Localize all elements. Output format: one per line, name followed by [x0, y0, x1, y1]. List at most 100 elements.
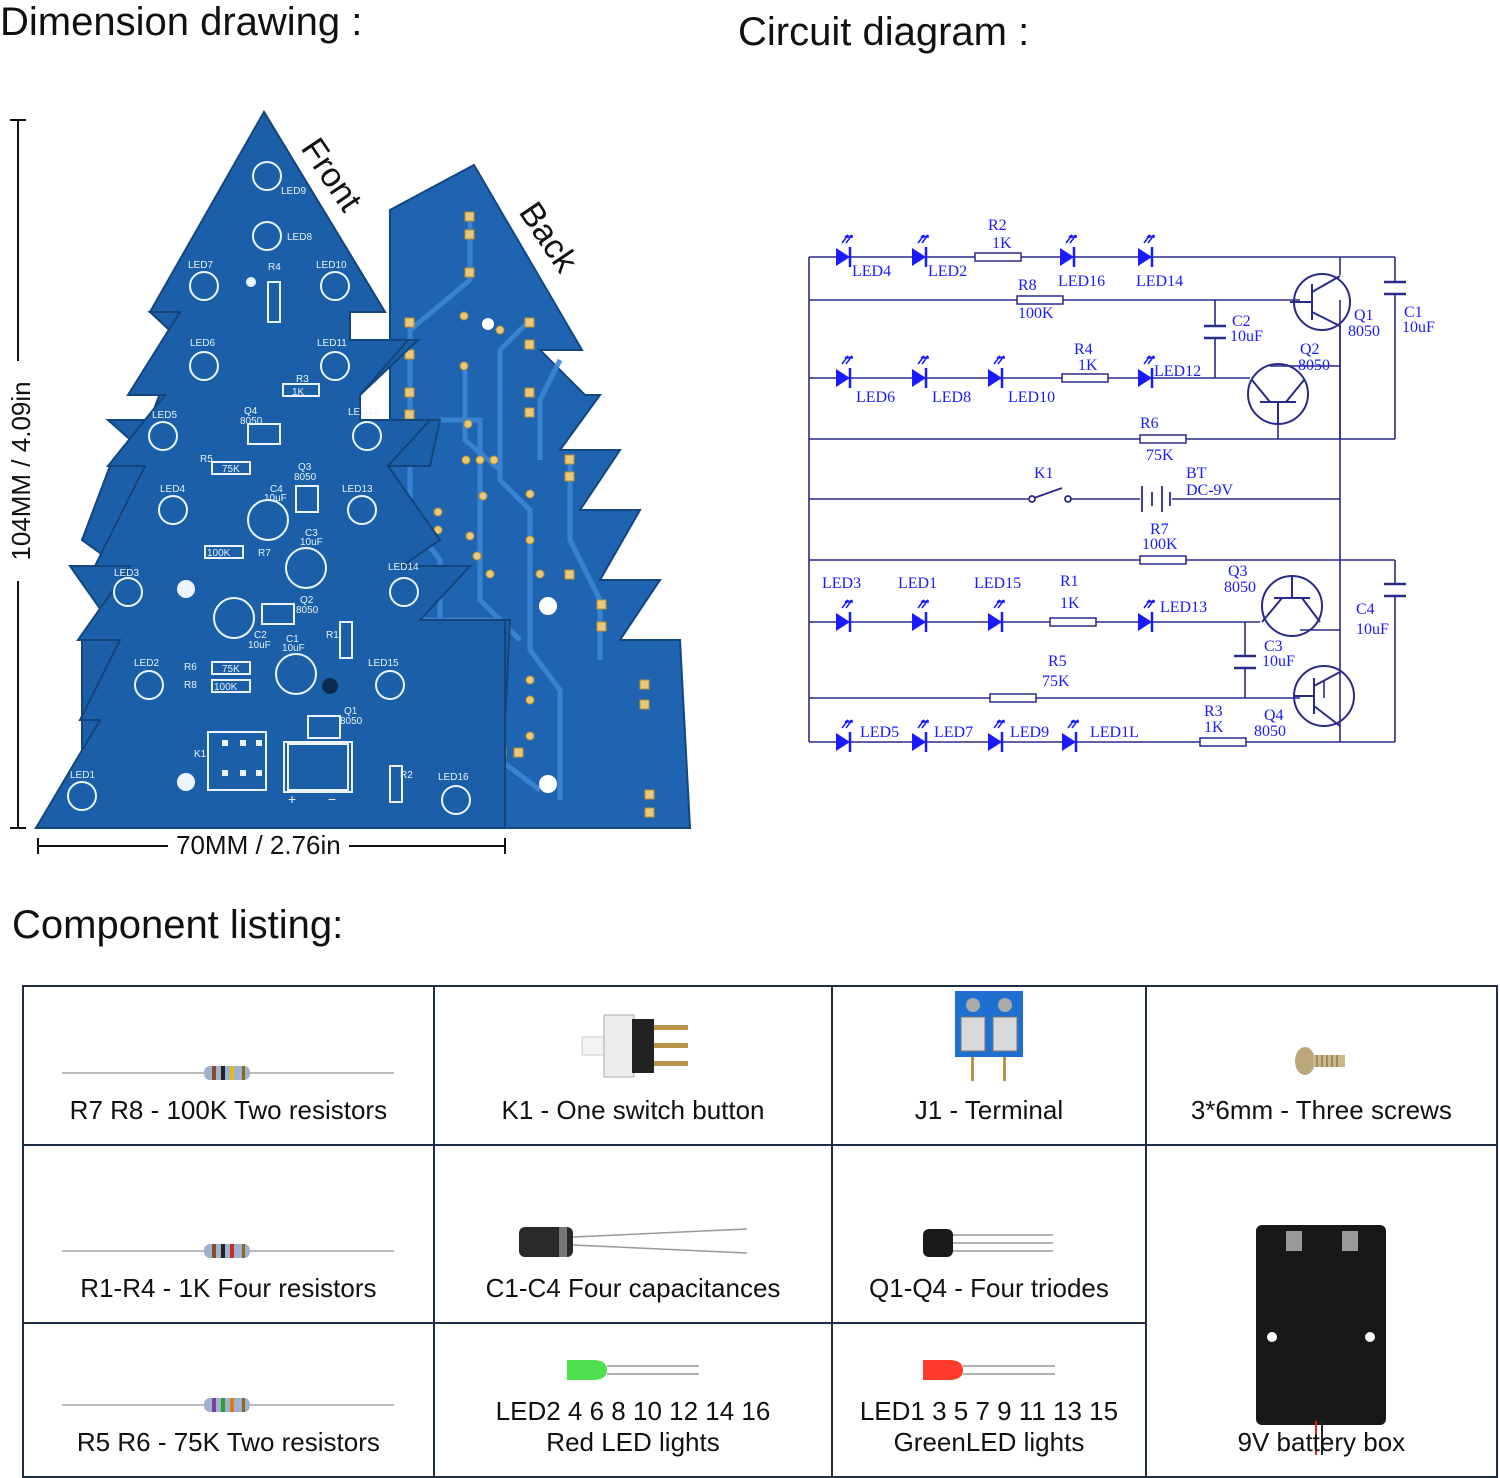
svg-text:LED4: LED4: [160, 484, 185, 495]
schematic-wires: [808, 256, 1396, 743]
svg-text:LED6: LED6: [190, 338, 215, 349]
svg-text:8050: 8050: [296, 605, 319, 616]
svg-text:LED13: LED13: [1160, 599, 1207, 616]
back-mount-hole-1: [482, 318, 494, 330]
circuit-schematic: LED4 LED2 LED16 LED14 R2 1K R8 100K C2 1…: [808, 217, 1435, 754]
svg-text:R1: R1: [326, 630, 339, 641]
svg-text:R1: R1: [1060, 573, 1079, 590]
svg-text:8050: 8050: [294, 472, 317, 483]
svg-text:C4: C4: [270, 484, 283, 495]
svg-text:LED8: LED8: [287, 232, 312, 243]
dimension-heading: Dimension drawing :: [0, 0, 363, 44]
pcb-front-silkscreen: [67, 161, 471, 815]
svg-text:LED1: LED1: [70, 770, 95, 781]
svg-text:R3: R3: [296, 374, 309, 385]
component-r1r4: R1-R4 - 1K Four resistors: [22, 1144, 435, 1324]
svg-text:C2: C2: [254, 630, 267, 641]
svg-text:100K: 100K: [1018, 305, 1054, 322]
schematic-capacitors: [1204, 280, 1406, 670]
svg-text:C2: C2: [1232, 313, 1251, 330]
svg-text:LED2: LED2: [134, 658, 159, 669]
component-q1q4: Q1-Q4 - Four triodes: [831, 1144, 1147, 1324]
resistor-75k-image: [62, 1398, 395, 1412]
svg-text:10uF: 10uF: [248, 640, 271, 651]
svg-text:LED9: LED9: [281, 186, 306, 197]
svg-text:Q2: Q2: [1300, 341, 1320, 358]
green-led-image: [567, 1360, 700, 1380]
svg-text:LED3: LED3: [822, 575, 861, 592]
svg-text:10uF: 10uF: [264, 493, 287, 504]
svg-text:LED10: LED10: [316, 260, 347, 271]
resistor-1k-image: [62, 1244, 395, 1258]
svg-text:K1: K1: [1034, 465, 1054, 482]
svg-text:LED12: LED12: [348, 407, 379, 418]
svg-text:LED3: LED3: [114, 568, 139, 579]
svg-text:1K: 1K: [1060, 595, 1080, 612]
svg-text:LED8: LED8: [932, 389, 971, 406]
svg-text:LED16: LED16: [1058, 273, 1105, 290]
svg-text:75K: 75K: [222, 464, 240, 475]
component-r5r6: R5 R6 - 75K Two resistors: [22, 1322, 435, 1478]
svg-text:1K: 1K: [1204, 719, 1224, 736]
svg-text:10uF: 10uF: [1402, 319, 1435, 336]
svg-text:R4: R4: [1074, 341, 1093, 358]
svg-text:LED16: LED16: [438, 772, 469, 783]
svg-text:LED14: LED14: [388, 562, 419, 573]
pcb-front-pads: [177, 277, 349, 791]
svg-text:R7: R7: [1150, 521, 1169, 538]
component-c1c4: C1-C4 Four capacitances: [432, 1144, 834, 1324]
svg-text:Q2: Q2: [300, 595, 314, 606]
svg-text:1K: 1K: [1078, 357, 1098, 374]
schematic-transistors: [1247, 273, 1355, 727]
svg-text:LED4: LED4: [852, 263, 891, 280]
svg-text:LED15: LED15: [974, 575, 1021, 592]
back-mount-hole-2: [539, 597, 557, 615]
svg-text:R6: R6: [184, 662, 197, 673]
svg-text:C3: C3: [305, 528, 318, 539]
svg-text:100K: 100K: [207, 548, 231, 559]
svg-text:Q4: Q4: [244, 406, 258, 417]
svg-text:LED9: LED9: [1010, 724, 1049, 741]
components-heading: Component listing:: [12, 903, 344, 947]
svg-text:LED10: LED10: [1008, 389, 1055, 406]
svg-text:R8: R8: [184, 680, 197, 691]
svg-text:LED6: LED6: [856, 389, 895, 406]
pcb-front-labels: LED9 LED8 LED7 R4 LED10 LED6 LED11 R3 1K…: [70, 186, 469, 807]
svg-text:LED5: LED5: [152, 410, 177, 421]
component-r7r8: R7 R8 - 100K Two resistors: [22, 985, 435, 1146]
svg-text:8050: 8050: [1254, 723, 1286, 740]
component-listing-table: R7 R8 - 100K Two resistors K1 - One swit…: [22, 985, 1499, 1478]
svg-text:LED12: LED12: [1154, 363, 1201, 380]
red-led-image: [922, 1360, 1055, 1380]
svg-text:10uF: 10uF: [1262, 653, 1295, 670]
resistor-100k-image: [62, 1066, 395, 1080]
svg-text:K1: K1: [194, 749, 207, 760]
svg-text:LED1L: LED1L: [1090, 724, 1139, 741]
svg-text:Q3: Q3: [298, 462, 312, 473]
svg-text:R7: R7: [258, 548, 271, 559]
terminal-block-image: [954, 991, 1023, 1081]
svg-text:R4: R4: [268, 262, 281, 273]
transistor-image: [922, 1229, 1053, 1257]
svg-text:75K: 75K: [1042, 673, 1070, 690]
component-green-leds: LED1 3 5 7 9 11 13 15 GreenLED lights: [831, 1322, 1147, 1478]
svg-text:100K: 100K: [1142, 536, 1178, 553]
component-k1: K1 - One switch button: [432, 985, 834, 1146]
svg-text:100K: 100K: [214, 682, 238, 693]
svg-text:R2: R2: [400, 770, 413, 781]
svg-text:LED2: LED2: [928, 263, 967, 280]
svg-text:C4: C4: [1356, 601, 1375, 618]
svg-text:LED15: LED15: [368, 658, 399, 669]
svg-text:+: +: [288, 791, 296, 807]
switch-button-image: [581, 1014, 689, 1078]
svg-text:Q1: Q1: [1354, 307, 1374, 324]
svg-text:LED7: LED7: [188, 260, 213, 271]
schematic-labels: LED4 LED2 LED16 LED14 R2 1K R8 100K C2 1…: [822, 217, 1435, 741]
svg-text:C1: C1: [286, 634, 299, 645]
svg-text:10uF: 10uF: [1356, 621, 1389, 638]
svg-text:LED14: LED14: [1136, 273, 1183, 290]
svg-text:Q3: Q3: [1228, 563, 1248, 580]
screw-image: [1295, 1047, 1346, 1075]
svg-text:10uF: 10uF: [300, 537, 323, 548]
svg-text:8050: 8050: [340, 716, 363, 727]
